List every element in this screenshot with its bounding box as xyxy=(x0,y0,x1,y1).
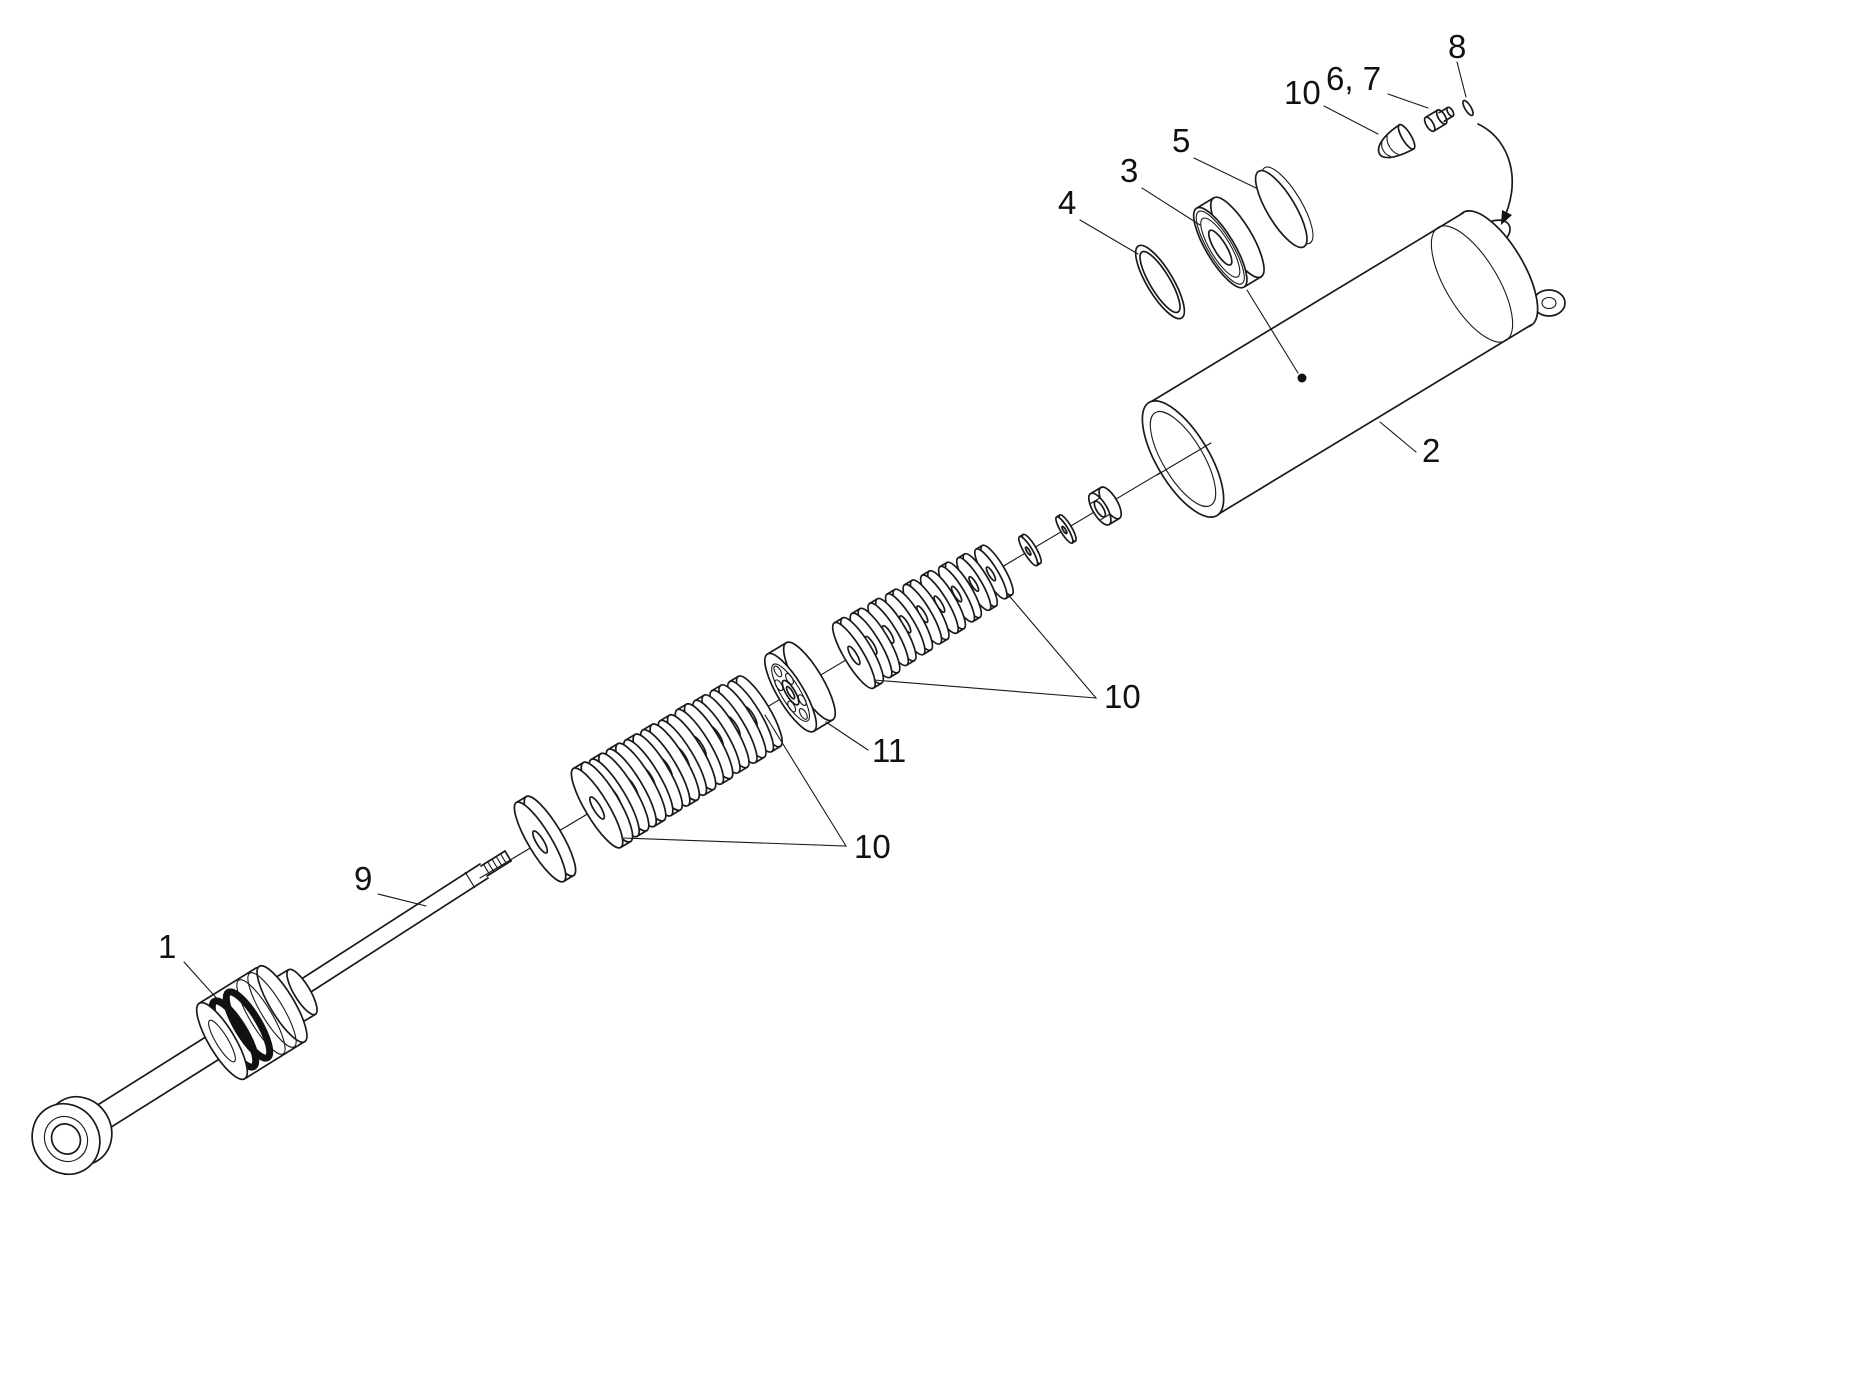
thread-rib xyxy=(247,972,297,1048)
part-10-shim-stack-upper xyxy=(825,541,1019,694)
callout-9: 9 xyxy=(354,860,372,897)
assembly-reference-dot xyxy=(1297,373,1307,383)
callout-11: 11 xyxy=(872,732,906,769)
small-washer xyxy=(1052,512,1080,546)
spacer-washer xyxy=(1015,531,1045,569)
part-2-cylinder-body xyxy=(1141,210,1566,518)
callout-5: 5 xyxy=(1172,122,1190,159)
part-10-shim-stack-lower xyxy=(562,670,790,855)
callout-3: 3 xyxy=(1120,152,1138,189)
arrowhead xyxy=(1501,210,1512,225)
large-washer xyxy=(505,789,585,889)
thread-rib xyxy=(236,979,286,1055)
callout-4: 4 xyxy=(1058,184,1076,221)
part-8-small-seal xyxy=(1462,99,1474,117)
part-10-protective-cap xyxy=(1377,123,1416,159)
callout-10-lower: 10 xyxy=(854,828,891,865)
callout-2: 2 xyxy=(1422,432,1440,469)
callout-10-top: 10 xyxy=(1284,74,1321,111)
placement-arrow xyxy=(1477,123,1514,225)
part-11-piston xyxy=(764,641,836,733)
mounting-eyelet xyxy=(31,1095,113,1176)
callout-1: 1 xyxy=(158,928,176,965)
part-3-seal-head xyxy=(1192,196,1265,289)
callout-6-7: 6, 7 xyxy=(1326,60,1381,97)
leader-lines xyxy=(183,61,1467,1003)
callout-8: 8 xyxy=(1448,28,1466,65)
end-cap-seam xyxy=(1430,225,1514,343)
cap-o-ring xyxy=(222,988,274,1062)
part-6-7-valve-fitting xyxy=(1423,106,1455,133)
part-1-end-cap xyxy=(195,964,318,1081)
callout-10-upper: 10 xyxy=(1104,678,1141,715)
threaded-tip xyxy=(480,850,512,877)
seal-head-position-line xyxy=(1246,289,1299,374)
part-5-cap-disc xyxy=(1254,166,1314,249)
part-4-o-ring xyxy=(1134,244,1186,320)
shaft-nut xyxy=(1087,486,1123,526)
eyelet-bore xyxy=(50,1123,82,1155)
eyelet-rod xyxy=(79,1025,238,1139)
part-9-shaft xyxy=(291,850,512,1000)
